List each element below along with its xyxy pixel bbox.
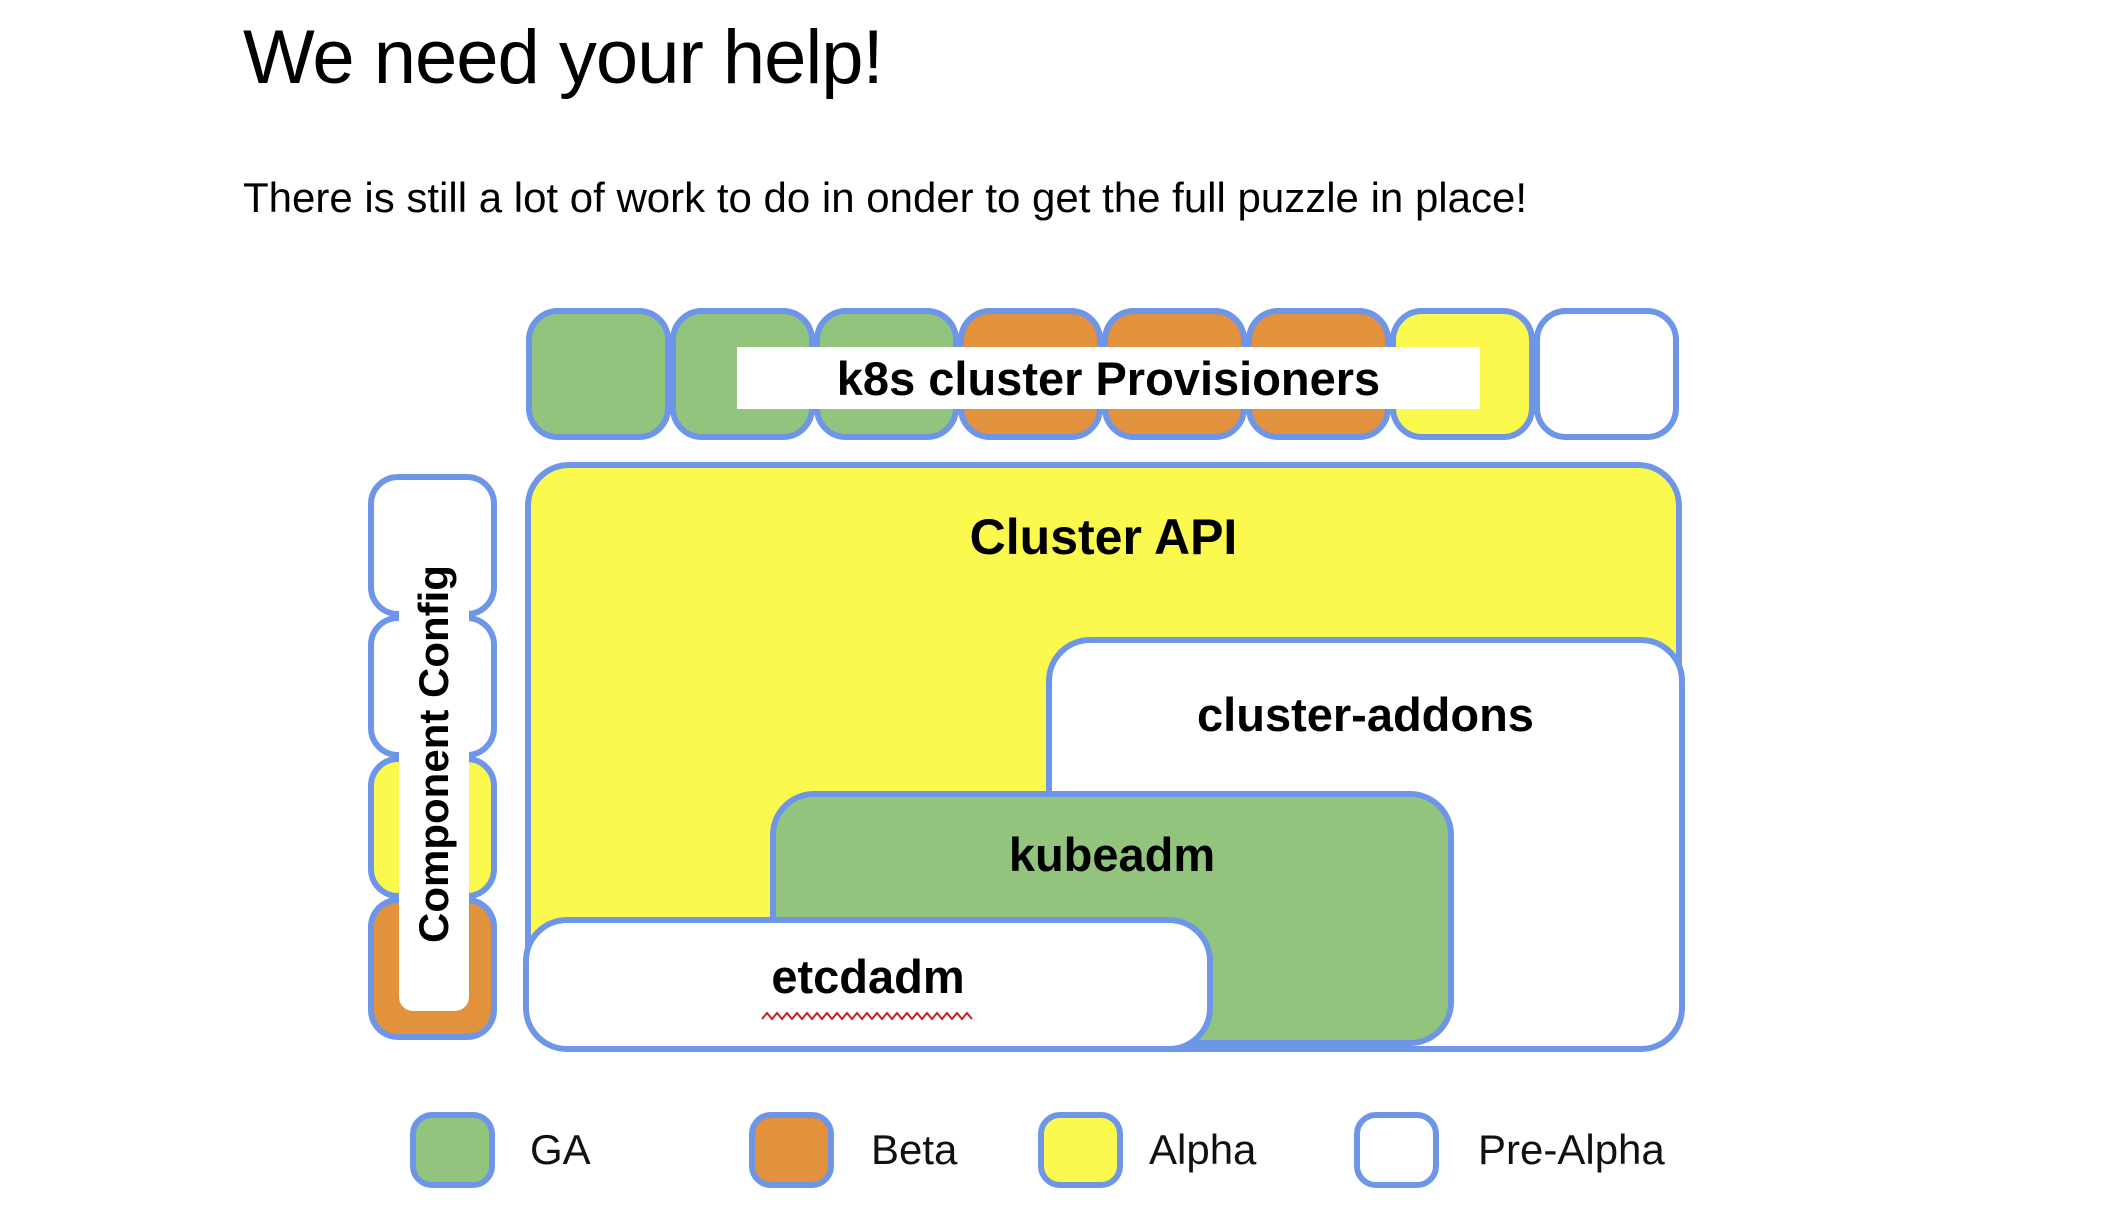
provisioner-square-ga-1: [526, 308, 671, 440]
page-title: We need your help!: [243, 15, 884, 100]
legend-label-alpha: Alpha: [1149, 1126, 1257, 1173]
legend-label-prealpha: Pre-Alpha: [1478, 1126, 1665, 1173]
legend-swatch-ga: [410, 1112, 495, 1188]
component-config-label: Component Config: [410, 565, 457, 943]
cluster-addons-label: cluster-addons: [1197, 688, 1534, 741]
legend-swatch-prealpha: [1354, 1112, 1439, 1188]
etcdadm-label: etcdadm: [771, 950, 965, 1003]
legend-swatch-alpha: [1038, 1112, 1123, 1188]
etcdadm-box: etcdadm: [523, 917, 1213, 1052]
legend-swatch-beta: [749, 1112, 834, 1188]
component-config-label-box: Component Config: [399, 497, 469, 1011]
provisioners-row-label: k8s cluster Provisioners: [737, 347, 1480, 409]
kubeadm-label: kubeadm: [1008, 828, 1216, 881]
page-subtitle: There is still a lot of work to do in on…: [243, 174, 1528, 221]
legend-label-ga: GA: [530, 1126, 591, 1173]
cluster-api-label: Cluster API: [969, 509, 1238, 565]
provisioner-square-prealpha-1: [1534, 308, 1679, 440]
spellcheck-squiggle-icon: [761, 1011, 973, 1021]
legend-label-beta: Beta: [871, 1126, 958, 1173]
